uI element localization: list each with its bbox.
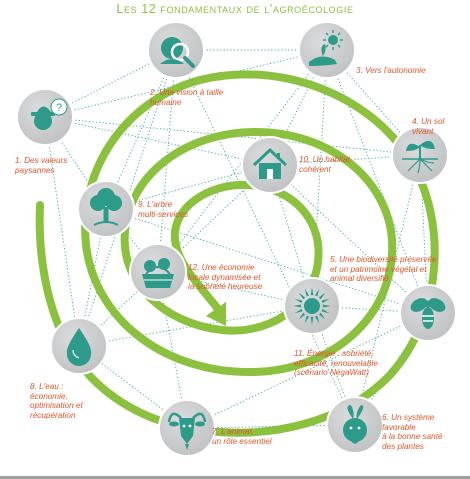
node-2-label: 2. Une vision à taille humaine xyxy=(150,88,224,107)
node-4 xyxy=(391,126,449,184)
hands-sprout-sun-icon xyxy=(309,30,343,66)
svg-text:?: ? xyxy=(56,102,62,114)
dotted-link-2-6 xyxy=(175,49,356,426)
node-5 xyxy=(399,284,457,342)
node-8 xyxy=(50,317,108,375)
node-3-label: 3. Vers l'autonomie xyxy=(356,66,426,75)
nodes-layer: ? xyxy=(16,21,457,457)
node-7-label: 7. L'animal, un rôle essentiel xyxy=(212,427,272,446)
house-icon xyxy=(252,148,288,179)
node-7 xyxy=(158,399,216,457)
node-8-label: 8. L'eau : économie, optimisation et réc… xyxy=(30,382,83,420)
dotted-link-1-10 xyxy=(44,116,271,166)
node-6-label: 6. Un système favorable à la bonne santé… xyxy=(382,413,443,451)
node-6 xyxy=(326,396,384,454)
tree-icon xyxy=(90,188,122,226)
node-10-label: 10. Un habitat cohérent xyxy=(299,155,350,174)
node-3 xyxy=(298,21,356,79)
node-12 xyxy=(129,243,187,301)
magnifier-person-icon xyxy=(160,37,195,68)
goat-head-icon xyxy=(167,412,207,450)
dotted-link-11-12 xyxy=(157,271,313,307)
node-2 xyxy=(147,21,205,79)
farmer-thinking-icon: ? xyxy=(31,98,68,130)
node-1: ? xyxy=(16,88,74,146)
node-12-label: 12. Une économie locale dynamisée et la … xyxy=(188,263,263,291)
node-9 xyxy=(77,180,135,238)
diagram-title: Les 12 fondamentaux de l'agroécologie xyxy=(116,2,354,16)
node-10 xyxy=(241,136,299,194)
sun-icon xyxy=(293,287,331,325)
node-1-label: 1. Des valeurs paysannes xyxy=(15,156,68,175)
node-11 xyxy=(283,277,341,335)
bottom-border xyxy=(0,476,470,479)
dotted-link-4-6 xyxy=(354,154,421,426)
dotted-link-5-7 xyxy=(186,312,429,429)
seedling-roots-icon xyxy=(402,140,438,174)
dotted-link-5-10 xyxy=(269,164,429,314)
dotted-link-4-5 xyxy=(419,154,429,314)
dotted-link-1-8 xyxy=(44,116,80,347)
dotted-link-3-5 xyxy=(326,49,429,314)
node-9-label: 9. L'arbre multi-services xyxy=(138,200,189,219)
bee-icon xyxy=(410,298,446,329)
dotted-link-7-12 xyxy=(157,271,188,429)
node-12-circle xyxy=(129,243,187,301)
basket-icon xyxy=(142,258,174,288)
node-11-label: 11. Énergie : sobriété, efficacité, reno… xyxy=(294,349,378,377)
beetroot-icon xyxy=(343,405,367,444)
node-3-circle xyxy=(298,21,356,79)
node-5-label: 5. Une biodiversité préservée et un patr… xyxy=(330,255,437,283)
node-4-label: 4. Un sol vivant xyxy=(412,117,445,136)
dotted-link-1-3 xyxy=(44,49,328,118)
green-spiral xyxy=(35,70,439,437)
spiral-arrowhead xyxy=(206,302,226,326)
water-drop-icon xyxy=(66,328,92,366)
